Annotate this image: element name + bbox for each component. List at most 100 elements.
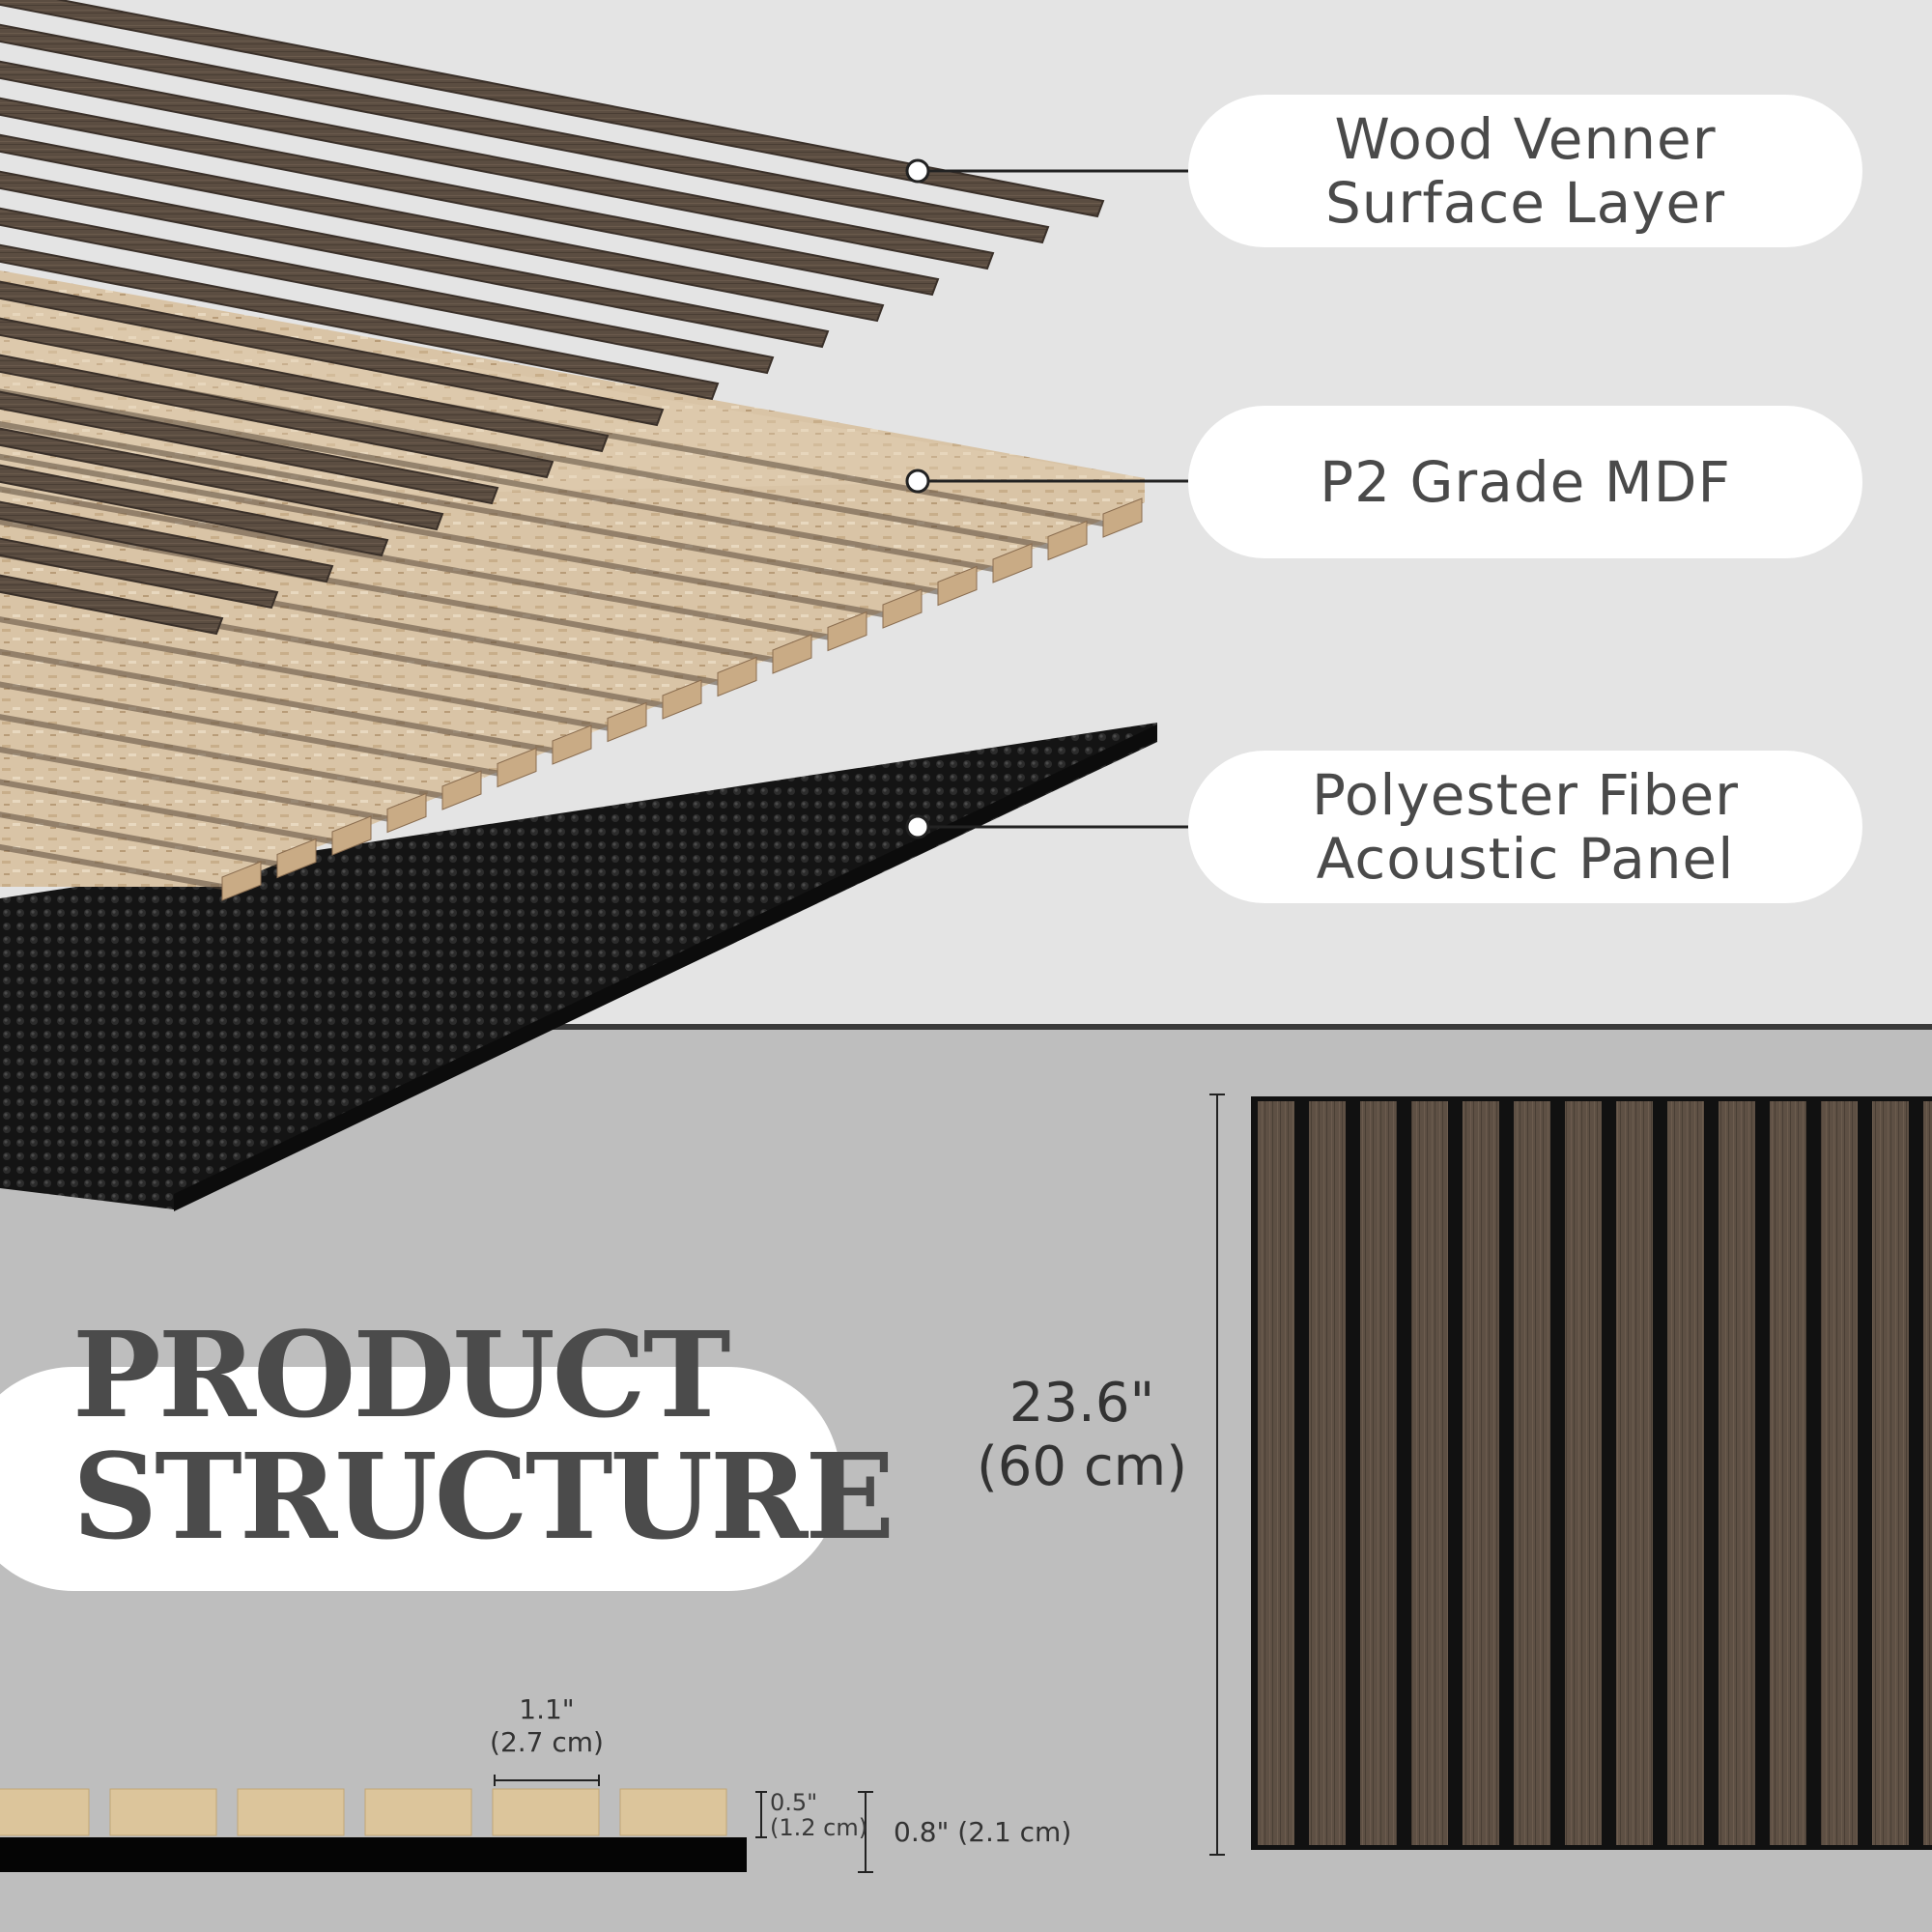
mdf-slat-end (717, 656, 757, 697)
front-slat (1616, 1101, 1653, 1845)
front-slat (1719, 1101, 1755, 1845)
callout-surface-layer: Wood Venner Surface Layer (1188, 95, 1862, 247)
mdf-gap-line (0, 779, 333, 844)
front-slat (1463, 1101, 1499, 1845)
front-view-panel (1251, 1096, 1932, 1850)
mdf-gap-line (0, 486, 829, 640)
mdf-gap-line (0, 714, 443, 799)
slat-depth-label: 0.5" (1.2 cm) (770, 1790, 867, 1840)
front-slat (1872, 1101, 1909, 1845)
mdf-gap-line (0, 519, 774, 663)
acoustic-panel-layer (0, 723, 1157, 1211)
front-slat (1514, 1101, 1550, 1845)
veneer-strip (0, 537, 279, 610)
height-dimension-label: 23.6" (60 cm) (966, 1372, 1198, 1499)
mdf-slat-end (992, 543, 1033, 583)
callout-acoustic-line-2: Acoustic Panel (1316, 826, 1735, 892)
height-dimension-inches: 23.6" (1009, 1372, 1155, 1435)
mdf-gap-line (0, 681, 498, 777)
callout-mdf-line-1: P2 Grade MDF (1320, 449, 1731, 515)
mdf-gap-line (0, 616, 609, 731)
veneer-strip (0, 243, 720, 401)
title-pill (0, 1367, 840, 1591)
callout-mdf-layer: P2 Grade MDF (1188, 406, 1862, 558)
veneer-strip (0, 0, 1105, 218)
mdf-slat-end (276, 838, 317, 879)
slat-width-inches: 1.1" (519, 1693, 575, 1725)
veneer-strip (0, 280, 665, 427)
mdf-slat-end (1047, 520, 1088, 561)
front-slat (1258, 1101, 1294, 1845)
veneer-strip (0, 170, 830, 349)
mdf-slat-end (497, 747, 537, 788)
mdf-gap-line (0, 583, 664, 708)
mdf-gap-line (0, 421, 939, 595)
mdf-slat-end (441, 770, 482, 810)
front-slat (1821, 1101, 1858, 1845)
mdf-gap-line (0, 648, 554, 753)
mdf-slat-end (1102, 497, 1143, 538)
callout-surface-line-1: Wood Venner (1334, 106, 1717, 172)
slat-width-label: 1.1" (2.7 cm) (475, 1693, 618, 1759)
veneer-strip (0, 23, 1050, 244)
veneer-strip (0, 574, 224, 636)
section-dimension-lines (494, 1775, 873, 1873)
mdf-slat-end (331, 815, 372, 856)
mdf-slat-end (386, 792, 427, 834)
mdf-gap-line (0, 453, 884, 617)
veneer-strip (0, 500, 334, 583)
total-depth-label: 0.8" (2.1 cm) (894, 1816, 1072, 1848)
veneer-strip (0, 133, 885, 323)
mdf-gap-line (0, 388, 994, 572)
veneer-strip (0, 390, 499, 505)
mdf-slat-ends (221, 497, 1143, 901)
mdf-slat-end (552, 724, 592, 765)
veneer-strip (0, 464, 389, 557)
mdf-slat-end (827, 611, 867, 652)
slat-width-cm: (2.7 cm) (490, 1726, 604, 1758)
mdf-slat-end (662, 679, 702, 720)
mdf-slat-end (882, 588, 923, 629)
cross-section-slat (237, 1788, 345, 1836)
veneer-strip (0, 317, 610, 453)
callout-surface-line-2: Surface Layer (1324, 170, 1726, 236)
veneer-strip (0, 207, 775, 375)
slat-depth-inches: 0.5" (770, 1789, 818, 1816)
mdf-slat-end (221, 861, 262, 901)
front-slat (1770, 1101, 1806, 1845)
height-dimension-line (1209, 1094, 1225, 1856)
callout-acoustic-layer: Polyester Fiber Acoustic Panel (1188, 751, 1862, 903)
mdf-gap-line (0, 355, 1049, 550)
callout-connectors (905, 158, 1188, 839)
cross-section-slat (364, 1788, 472, 1836)
cross-section (0, 1788, 747, 1872)
cross-section-slat (492, 1788, 600, 1836)
cross-section-slat (0, 1788, 90, 1836)
front-slat (1667, 1101, 1704, 1845)
veneer-strip (0, 97, 940, 297)
slat-depth-cm: (1.2 cm) (770, 1814, 868, 1841)
mdf-gap-line (0, 811, 278, 867)
front-slat (1360, 1101, 1397, 1845)
cross-section-slat (619, 1788, 727, 1836)
front-slat (1923, 1101, 1932, 1845)
mdf-slat-end (772, 634, 812, 674)
veneer-strip (0, 354, 554, 479)
front-slat (1309, 1101, 1346, 1845)
mdf-slat-end (937, 565, 978, 607)
page-title: PRODUCT STRUCTURE (72, 1305, 895, 1566)
veneer-strip (0, 427, 444, 531)
title-line-2: STRUCTURE (72, 1427, 895, 1566)
front-slat (1565, 1101, 1602, 1845)
title-line-1: PRODUCT (72, 1305, 730, 1444)
mdf-gap-line (0, 746, 388, 822)
veneer-layer (0, 0, 1105, 636)
cross-section-slat (109, 1788, 217, 1836)
veneer-strip (0, 60, 995, 270)
callout-acoustic-line-1: Polyester Fiber (1311, 762, 1740, 828)
mdf-slat-end (607, 701, 647, 743)
height-dimension-cm: (60 cm) (976, 1435, 1188, 1498)
mdf-slat-gaps (0, 324, 1104, 890)
front-slat (1411, 1101, 1448, 1845)
